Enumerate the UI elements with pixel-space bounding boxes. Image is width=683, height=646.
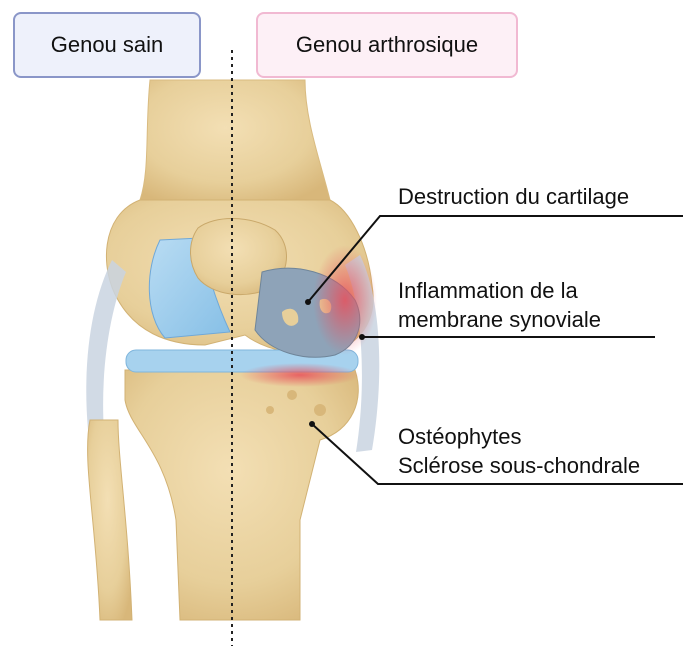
joint-inflammation [240, 363, 360, 387]
synovial-inflammation [313, 245, 377, 355]
annotation-inflammation-line-1: Inflammation de la [398, 276, 601, 305]
annotation-inflammation-line-2: membrane synoviale [398, 305, 601, 334]
healthy-knee-label-text: Genou sain [51, 32, 164, 58]
osteophyte-spot [266, 406, 274, 414]
healthy-knee-label: Genou sain [13, 12, 201, 78]
annotation-osteophytes-sclerosis: Ostéophytes Sclérose sous-chondrale [398, 422, 640, 480]
annotation-cartilage-text: Destruction du cartilage [398, 182, 629, 211]
leader-dot-cartilage [305, 299, 311, 305]
annotation-sclerosis: Sclérose sous-chondrale [398, 451, 640, 480]
leader-dot-osteo [309, 421, 315, 427]
annotation-synovial-inflammation: Inflammation de la membrane synoviale [398, 276, 601, 334]
annotation-osteophytes: Ostéophytes [398, 422, 640, 451]
leader-dot-inflammation [359, 334, 365, 340]
arthritic-knee-label: Genou arthrosique [256, 12, 518, 78]
left-ligament [86, 260, 126, 432]
annotation-cartilage-destruction: Destruction du cartilage [398, 182, 629, 211]
fibula [88, 420, 132, 620]
femur-shaft [140, 80, 330, 200]
arthritic-knee-label-text: Genou arthrosique [296, 32, 478, 58]
osteophyte-spot [314, 404, 326, 416]
osteophyte-spot [287, 390, 297, 400]
